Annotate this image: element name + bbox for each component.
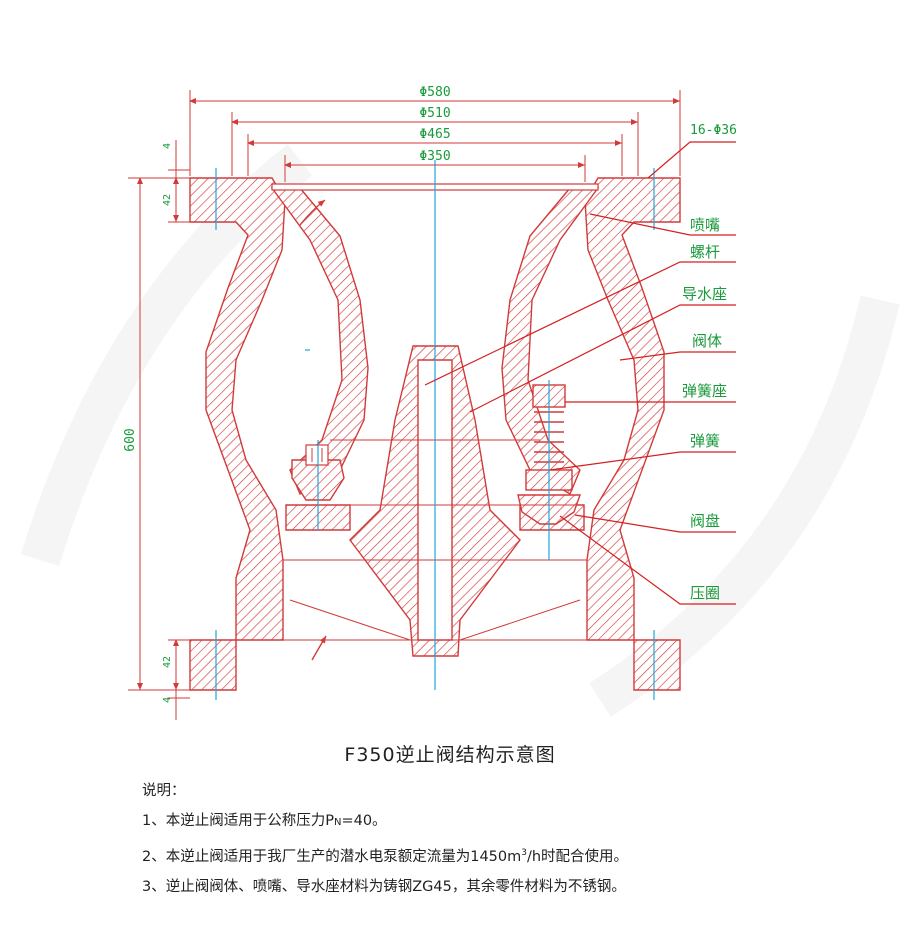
dim-510: Φ510 <box>419 106 450 121</box>
center-lines <box>215 160 655 700</box>
label-valve-disc: 阀盘 <box>690 512 720 530</box>
valve-body-right <box>584 177 681 691</box>
note-1-subscript: N <box>333 817 342 828</box>
note-1-suffix: =40。 <box>341 813 387 829</box>
note-2-text: 2、本逆止阀适用于我厂生产的潜水电泵额定流量为1450m <box>142 848 522 865</box>
label-guide-seat: 导水座 <box>682 285 727 303</box>
label-valve-body: 阀体 <box>692 332 722 350</box>
dim-580: Φ580 <box>419 85 450 100</box>
label-spring-seat: 弹簧座 <box>682 382 727 400</box>
dim-350: Φ350 <box>419 149 450 164</box>
note-1-text: 1、本逆止阀适用于公称压力P <box>142 813 334 829</box>
label-screw-rod: 螺杆 <box>690 243 720 261</box>
label-nozzle: 喷嘴 <box>690 216 720 234</box>
dimension-lines <box>128 90 681 720</box>
note-2-superscript: 3 <box>521 848 527 858</box>
note-2-suffix: /h时配合使用。 <box>526 848 629 865</box>
label-spring: 弹簧 <box>690 432 720 450</box>
flow-arrow-top <box>299 199 326 226</box>
note-3: 3、逆止阀阀体、喷嘴、导水座材料为铸钢ZG45，其余零件材料为不锈钢。 <box>142 878 626 895</box>
note-2: 2、本逆止阀适用于我厂生产的潜水电泵额定流量为1450m3/h时配合使用。 <box>142 838 628 872</box>
drawing-caption: F350逆止阀结构示意图 <box>344 744 556 766</box>
flow-arrow-bottom <box>311 635 327 661</box>
valve-body-left <box>189 177 286 691</box>
dim-top-gap: 4 <box>162 143 173 149</box>
notes-section: 说明： 1、本逆止阀适用于公称压力PN=40。 2、本逆止阀适用于我厂生产的潜水… <box>142 776 628 902</box>
dim-bottom-gap: 4 <box>162 697 173 703</box>
dim-bolt-holes: 16-Φ36 <box>690 123 737 138</box>
dim-465: Φ465 <box>419 127 450 142</box>
leader-lines <box>424 141 736 605</box>
label-press-ring: 压圈 <box>690 584 720 602</box>
dim-height-600: 600 <box>123 428 138 451</box>
dim-top-flange: 42 <box>162 194 173 206</box>
valve-cross-section-drawing: Φ580 Φ510 Φ465 Φ350 16-Φ36 600 42 42 4 4… <box>20 85 900 720</box>
notes-heading: 说明： <box>142 783 186 799</box>
note-1: 1、本逆止阀适用于公称压力PN=40。 <box>142 806 628 838</box>
dim-bottom-flange: 42 <box>162 656 173 668</box>
